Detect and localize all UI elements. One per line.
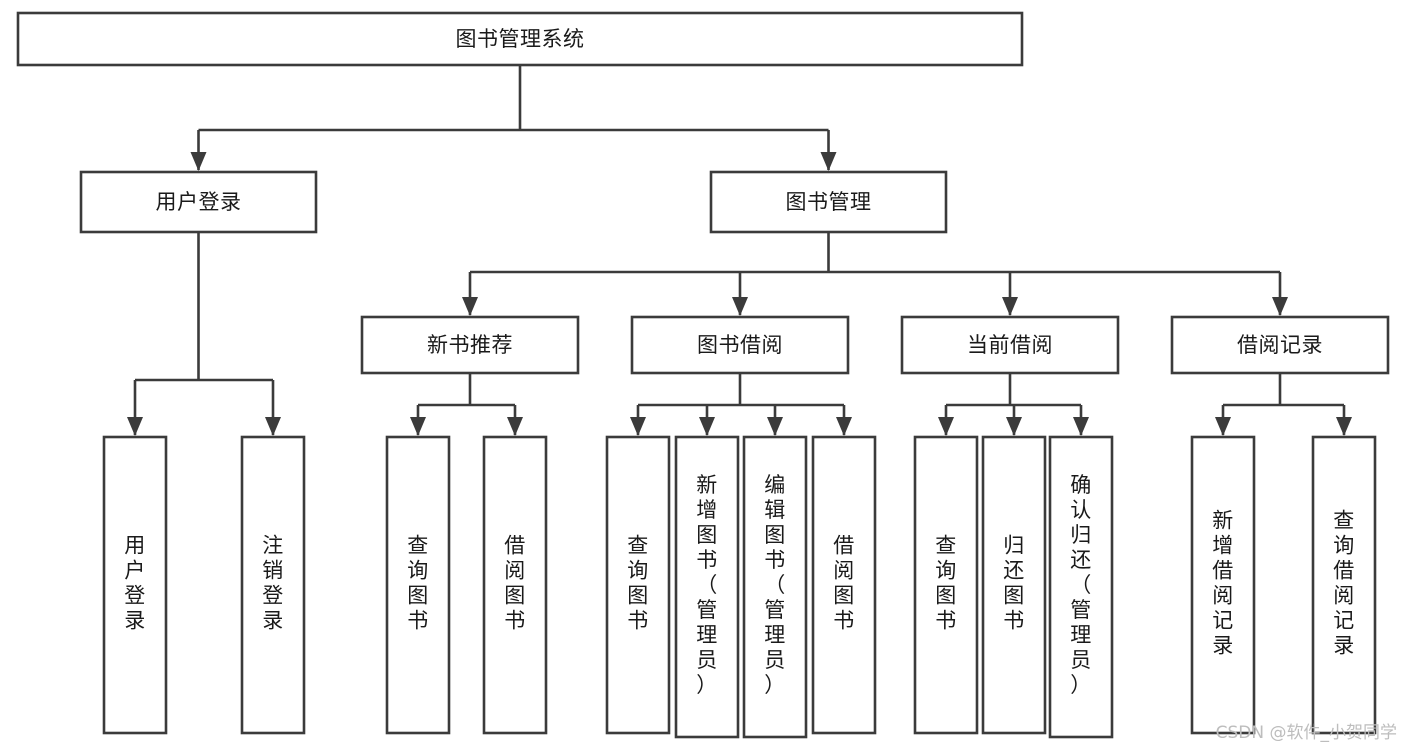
node-user-login[interactable]: 用户登录 [79,170,318,234]
node-label: 借阅图书 [833,534,855,633]
node-leaf-logout[interactable]: 注销登录 [240,435,306,735]
arrow-head [732,297,748,316]
arrow-head [820,152,837,171]
arrow-head [127,417,143,436]
node-box [385,435,451,735]
node-label: 归还图书 [1003,534,1025,633]
node-leaf-add-book-admin[interactable]: 新增图书（管理员） [674,435,740,739]
node-box [1170,315,1390,375]
node-root[interactable]: 图书管理系统 [16,11,1024,67]
node-leaf-return-book[interactable]: 归还图书 [981,435,1047,735]
node-label: 新增图书（管理员） [696,473,718,697]
node-leaf-add-borrow-record[interactable]: 新增借阅记录 [1190,435,1256,735]
node-box [709,170,948,234]
node-leaf-query-book-current[interactable]: 查询图书 [913,435,979,735]
arrow-head [507,417,523,436]
connector-layer [127,65,1352,436]
node-book-management[interactable]: 图书管理 [709,170,948,234]
node-box [981,435,1047,735]
node-leaf-edit-book-admin[interactable]: 编辑图书（管理员） [742,435,808,739]
arrow-head [265,417,281,436]
arrow-head [938,417,954,436]
node-current-borrow[interactable]: 当前借阅 [900,315,1120,375]
node-box [360,315,580,375]
node-leaf-query-book-borrow[interactable]: 查询图书 [605,435,671,735]
node-box [240,435,306,735]
node-label: 查询图书 [935,534,957,633]
node-label: 图书管理 [786,190,872,214]
node-label: 图书管理系统 [456,27,585,51]
arrow-head [462,297,478,316]
node-box [1048,435,1114,739]
node-box [1311,435,1377,735]
arrow-head [630,417,646,436]
arrow-head [1272,297,1288,316]
node-box [16,11,1024,67]
node-box [742,435,808,739]
node-label: 借阅记录 [1237,333,1323,357]
arrow-head [410,417,426,436]
node-label: 查询图书 [627,534,649,633]
arrow-head [1006,417,1022,436]
node-label: 查询借阅记录 [1333,509,1355,658]
node-leaf-confirm-return-admin[interactable]: 确认归还（管理员） [1048,435,1114,739]
node-label: 查询图书 [407,534,429,633]
node-label: 确认归还（管理员） [1070,473,1092,697]
node-label: 图书借阅 [697,333,783,357]
node-box [811,435,877,735]
node-box [630,315,850,375]
arrow-head [1002,297,1018,316]
node-box [605,435,671,735]
node-leaf-query-borrow-record[interactable]: 查询借阅记录 [1311,435,1377,735]
node-leaf-borrow-book[interactable]: 借阅图书 [811,435,877,735]
arrow-head [190,152,207,171]
node-label: 新书推荐 [427,333,513,357]
node-new-book-recommend[interactable]: 新书推荐 [360,315,580,375]
arrow-head [767,417,783,436]
node-leaf-user-login[interactable]: 用户登录 [102,435,168,735]
node-box [79,170,318,234]
node-box [482,435,548,735]
arrow-head [1336,417,1352,436]
node-label: 借阅图书 [504,534,526,633]
node-leaf-query-book-recommend[interactable]: 查询图书 [385,435,451,735]
node-label: 新增借阅记录 [1212,509,1234,658]
node-box [674,435,740,739]
node-label: 用户登录 [124,534,146,633]
arrow-head [699,417,715,436]
node-box [913,435,979,735]
arrow-head [836,417,852,436]
node-layer: 图书管理系统用户登录图书管理新书推荐图书借阅当前借阅借阅记录用户登录注销登录查询… [16,11,1390,739]
node-leaf-borrow-book-recommend[interactable]: 借阅图书 [482,435,548,735]
node-borrow-records[interactable]: 借阅记录 [1170,315,1390,375]
node-box [900,315,1120,375]
node-label: 当前借阅 [967,333,1053,357]
node-label: 注销登录 [262,534,284,633]
node-box [1190,435,1256,735]
node-book-borrow[interactable]: 图书借阅 [630,315,850,375]
node-label: 用户登录 [156,190,242,214]
node-box [102,435,168,735]
arrow-head [1215,417,1231,436]
node-label: 编辑图书（管理员） [764,473,786,697]
arrow-head [1073,417,1089,436]
